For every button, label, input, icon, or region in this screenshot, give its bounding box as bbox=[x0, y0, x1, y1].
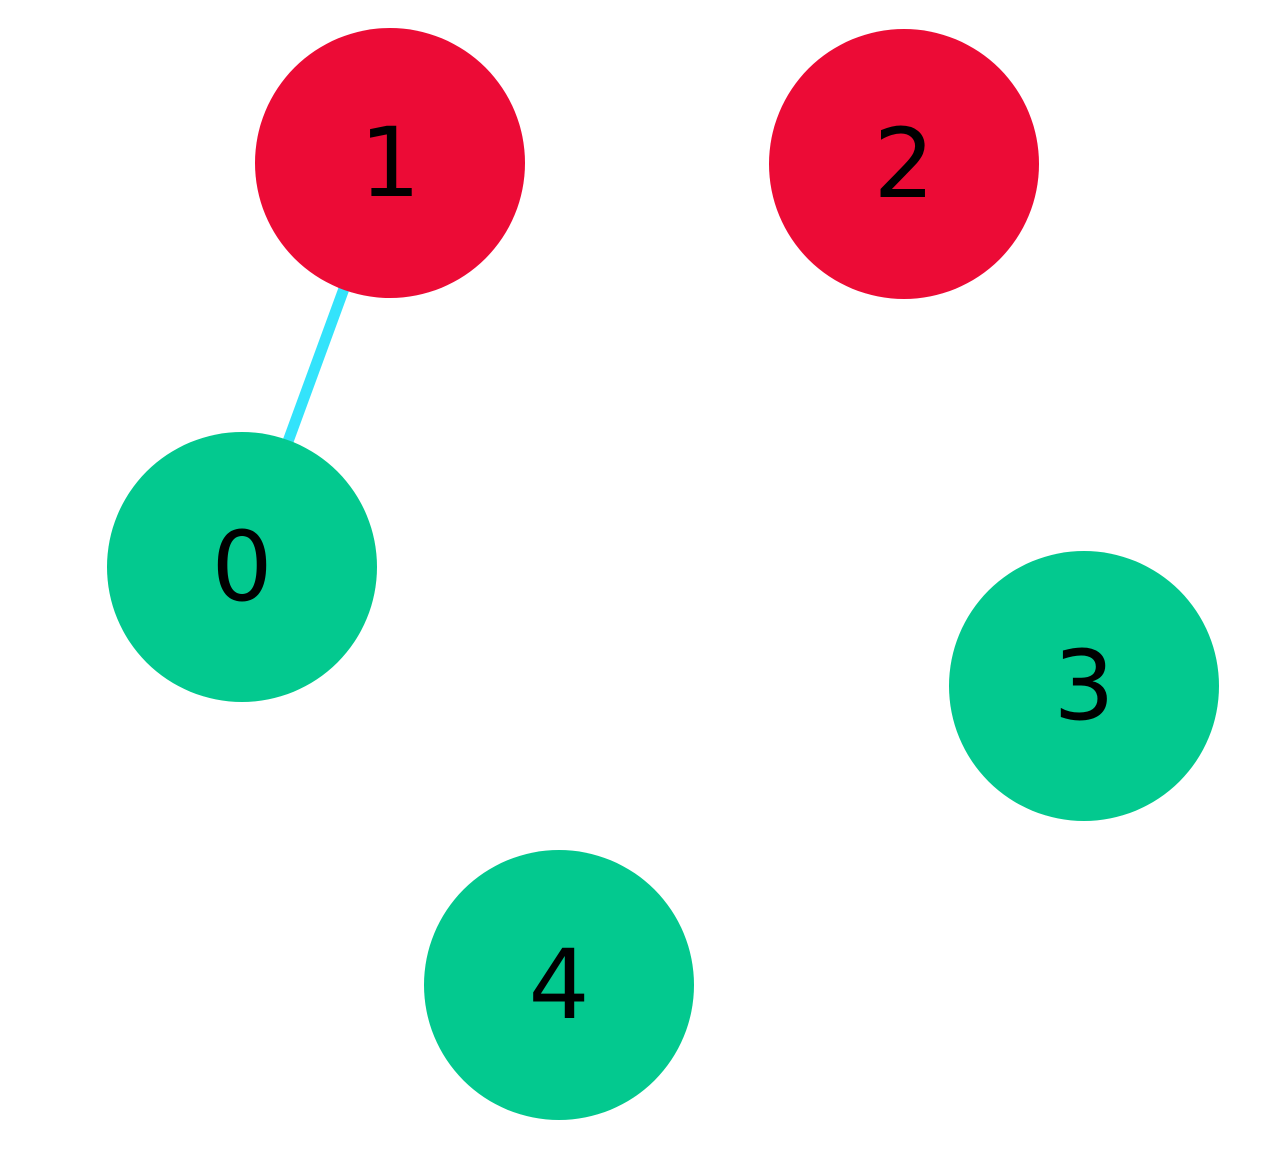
node-circle-1 bbox=[255, 28, 525, 298]
node-label-3: 3 bbox=[1053, 630, 1114, 742]
nodes-layer: 0 1 2 3 4 bbox=[107, 28, 1219, 1120]
node-label-0: 0 bbox=[211, 511, 272, 623]
node-0: 0 bbox=[107, 432, 377, 702]
node-label-4: 4 bbox=[528, 929, 589, 1041]
node-circle-4 bbox=[424, 850, 694, 1120]
node-label-1: 1 bbox=[359, 107, 420, 219]
node-label-2: 2 bbox=[873, 108, 934, 220]
node-circle-2 bbox=[769, 29, 1039, 299]
node-1: 1 bbox=[255, 28, 525, 298]
node-3: 3 bbox=[949, 551, 1219, 821]
node-circle-0 bbox=[107, 432, 377, 702]
node-4: 4 bbox=[424, 850, 694, 1120]
node-circle-3 bbox=[949, 551, 1219, 821]
node-2: 2 bbox=[769, 29, 1039, 299]
